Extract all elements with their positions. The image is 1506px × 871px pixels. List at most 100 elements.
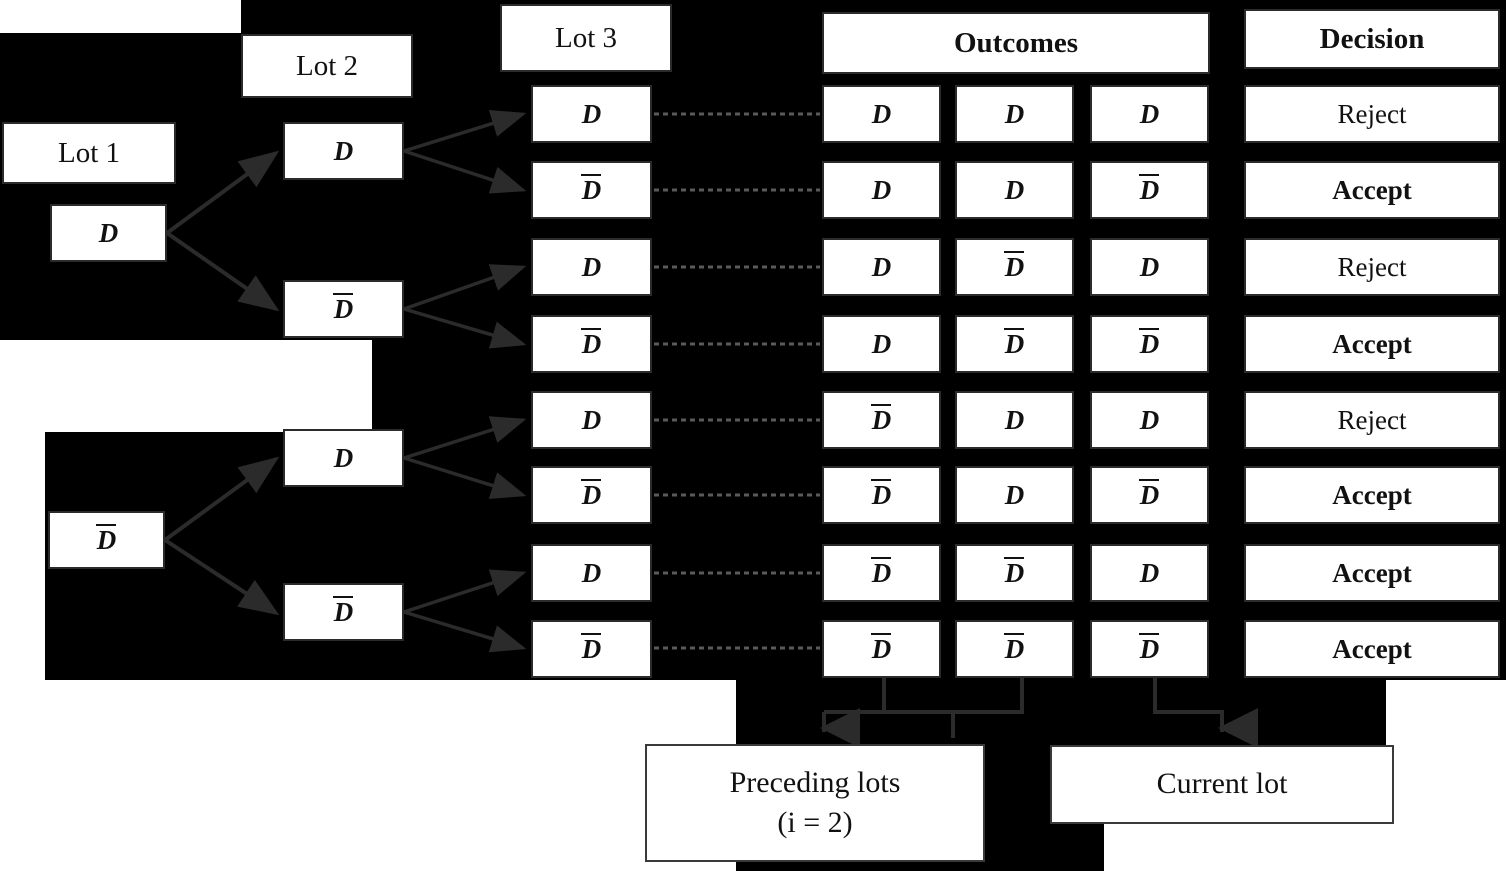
preceding-lots-line1: Preceding lots — [729, 765, 901, 799]
outcome-cell-r5-c2: D — [955, 391, 1074, 449]
decision-cell-r5: Reject — [1244, 391, 1500, 449]
outcome-cell-label: D — [870, 478, 892, 510]
lot3-header: Lot 3 — [500, 4, 672, 72]
outcome-cell-r4-c1: D — [822, 315, 941, 373]
lot3-node-4: D — [531, 315, 652, 373]
outcome-cell-label: D — [871, 251, 892, 282]
overbar — [1003, 250, 1025, 253]
lot2-node-3: D — [283, 429, 404, 487]
decision-cell-r8: Accept — [1244, 620, 1500, 678]
overbar — [1138, 327, 1160, 330]
outcome-cell-r7-c3: D — [1090, 544, 1209, 602]
outcome-cell-label: D — [1138, 173, 1160, 205]
outcome-cell-r7-c1: D — [822, 544, 941, 602]
outcome-cell-label: D — [870, 556, 892, 588]
outcome-cell-label: D — [1004, 174, 1025, 205]
decision-cell-label: Reject — [1337, 404, 1407, 435]
outcome-cell-r2-c3: D — [1090, 161, 1209, 219]
outcome-cell-label: D — [1138, 327, 1160, 359]
outcome-cell-label: D — [1003, 632, 1025, 664]
outcome-cell-label: D — [1004, 404, 1025, 435]
outcome-cell-r2-c1: D — [822, 161, 941, 219]
outcome-cell-label: D — [1004, 479, 1025, 510]
outcome-cell-r5-c3: D — [1090, 391, 1209, 449]
lot3-node-6-label: D — [580, 478, 602, 510]
lot1-header: Lot 1 — [2, 122, 176, 184]
lot3-node-1-label: D — [581, 98, 602, 129]
outcome-cell-r6-c2: D — [955, 466, 1074, 524]
outcome-cell-r8-c3: D — [1090, 620, 1209, 678]
lot2-node-3-label: D — [333, 442, 354, 473]
outcomes-header-label: Outcomes — [953, 26, 1079, 59]
lot1-node-d-label: D — [98, 217, 119, 248]
outcome-cell-r5-c1: D — [822, 391, 941, 449]
overbar — [870, 478, 892, 481]
outcome-cell-label: D — [871, 98, 892, 129]
outcome-cell-label: D — [1139, 98, 1160, 129]
lot2-node-4: D — [283, 583, 404, 641]
lot3-node-3-label: D — [581, 251, 602, 282]
decision-cell-r6: Accept — [1244, 466, 1500, 524]
lot2-header-label: Lot 2 — [295, 49, 359, 82]
lot3-header-label: Lot 3 — [554, 21, 618, 54]
outcome-cell-label: D — [871, 328, 892, 359]
lot2-node-2: D — [283, 280, 404, 338]
current-lot-box: Current lot — [1050, 745, 1394, 824]
outcome-cell-r2-c2: D — [955, 161, 1074, 219]
outcomes-header: Outcomes — [822, 12, 1210, 74]
backdrop-plate-6 — [1104, 680, 1386, 745]
outcome-cell-label: D — [1004, 98, 1025, 129]
overbar — [1003, 632, 1025, 635]
outcome-cell-label: D — [871, 174, 892, 205]
preceding-lots-line2: (i = 2) — [777, 806, 853, 839]
outcome-cell-label: D — [1003, 327, 1025, 359]
lot3-node-4-label: D — [580, 327, 602, 359]
overbar — [1138, 632, 1160, 635]
outcome-cell-label: D — [870, 403, 892, 435]
backdrop-plate-1 — [0, 33, 241, 340]
overbar — [870, 632, 892, 635]
outcome-cell-r6-c1: D — [822, 466, 941, 524]
outcome-cell-r4-c2: D — [955, 315, 1074, 373]
lot1-header-label: Lot 1 — [57, 136, 121, 169]
lot3-node-7-label: D — [581, 557, 602, 588]
outcome-cell-r1-c1: D — [822, 85, 941, 143]
decision-cell-label: Accept — [1332, 633, 1412, 664]
lot2-node-4-label: D — [332, 595, 354, 627]
outcome-cell-label: D — [870, 632, 892, 664]
lot2-node-2-label: D — [332, 292, 354, 324]
overbar — [1138, 478, 1160, 481]
outcome-cell-label: D — [1138, 632, 1160, 664]
outcome-cell-r7-c2: D — [955, 544, 1074, 602]
lot3-node-3: D — [531, 238, 652, 296]
lot3-node-1: D — [531, 85, 652, 143]
decision-cell-label: Reject — [1337, 251, 1407, 282]
overbar — [1003, 556, 1025, 559]
overbar — [1003, 327, 1025, 330]
outcome-cell-r3-c1: D — [822, 238, 941, 296]
lot3-node-6: D — [531, 466, 652, 524]
outcome-cell-r8-c2: D — [955, 620, 1074, 678]
preceding-lots-box: Preceding lots (i = 2) — [645, 744, 985, 862]
decision-cell-r3: Reject — [1244, 238, 1500, 296]
lot1-node-dbar-label: D — [95, 523, 117, 555]
lot1-node-dbar: D — [48, 511, 165, 569]
overbar — [870, 556, 892, 559]
decision-cell-label: Accept — [1332, 479, 1412, 510]
outcome-cell-r8-c1: D — [822, 620, 941, 678]
lot3-node-7: D — [531, 544, 652, 602]
lot2-node-1: D — [283, 122, 404, 180]
lot2-node-1-label: D — [333, 135, 354, 166]
outcome-cell-r3-c3: D — [1090, 238, 1209, 296]
outcome-cell-r1-c2: D — [955, 85, 1074, 143]
lot3-node-8: D — [531, 620, 652, 678]
decision-header-label: Decision — [1319, 22, 1425, 55]
outcome-cell-r1-c3: D — [1090, 85, 1209, 143]
outcome-cell-r3-c2: D — [955, 238, 1074, 296]
lot3-node-8-label: D — [580, 632, 602, 664]
overbar — [870, 403, 892, 406]
decision-cell-label: Reject — [1337, 98, 1407, 129]
outcome-cell-label: D — [1139, 557, 1160, 588]
lot3-node-2-label: D — [580, 173, 602, 205]
